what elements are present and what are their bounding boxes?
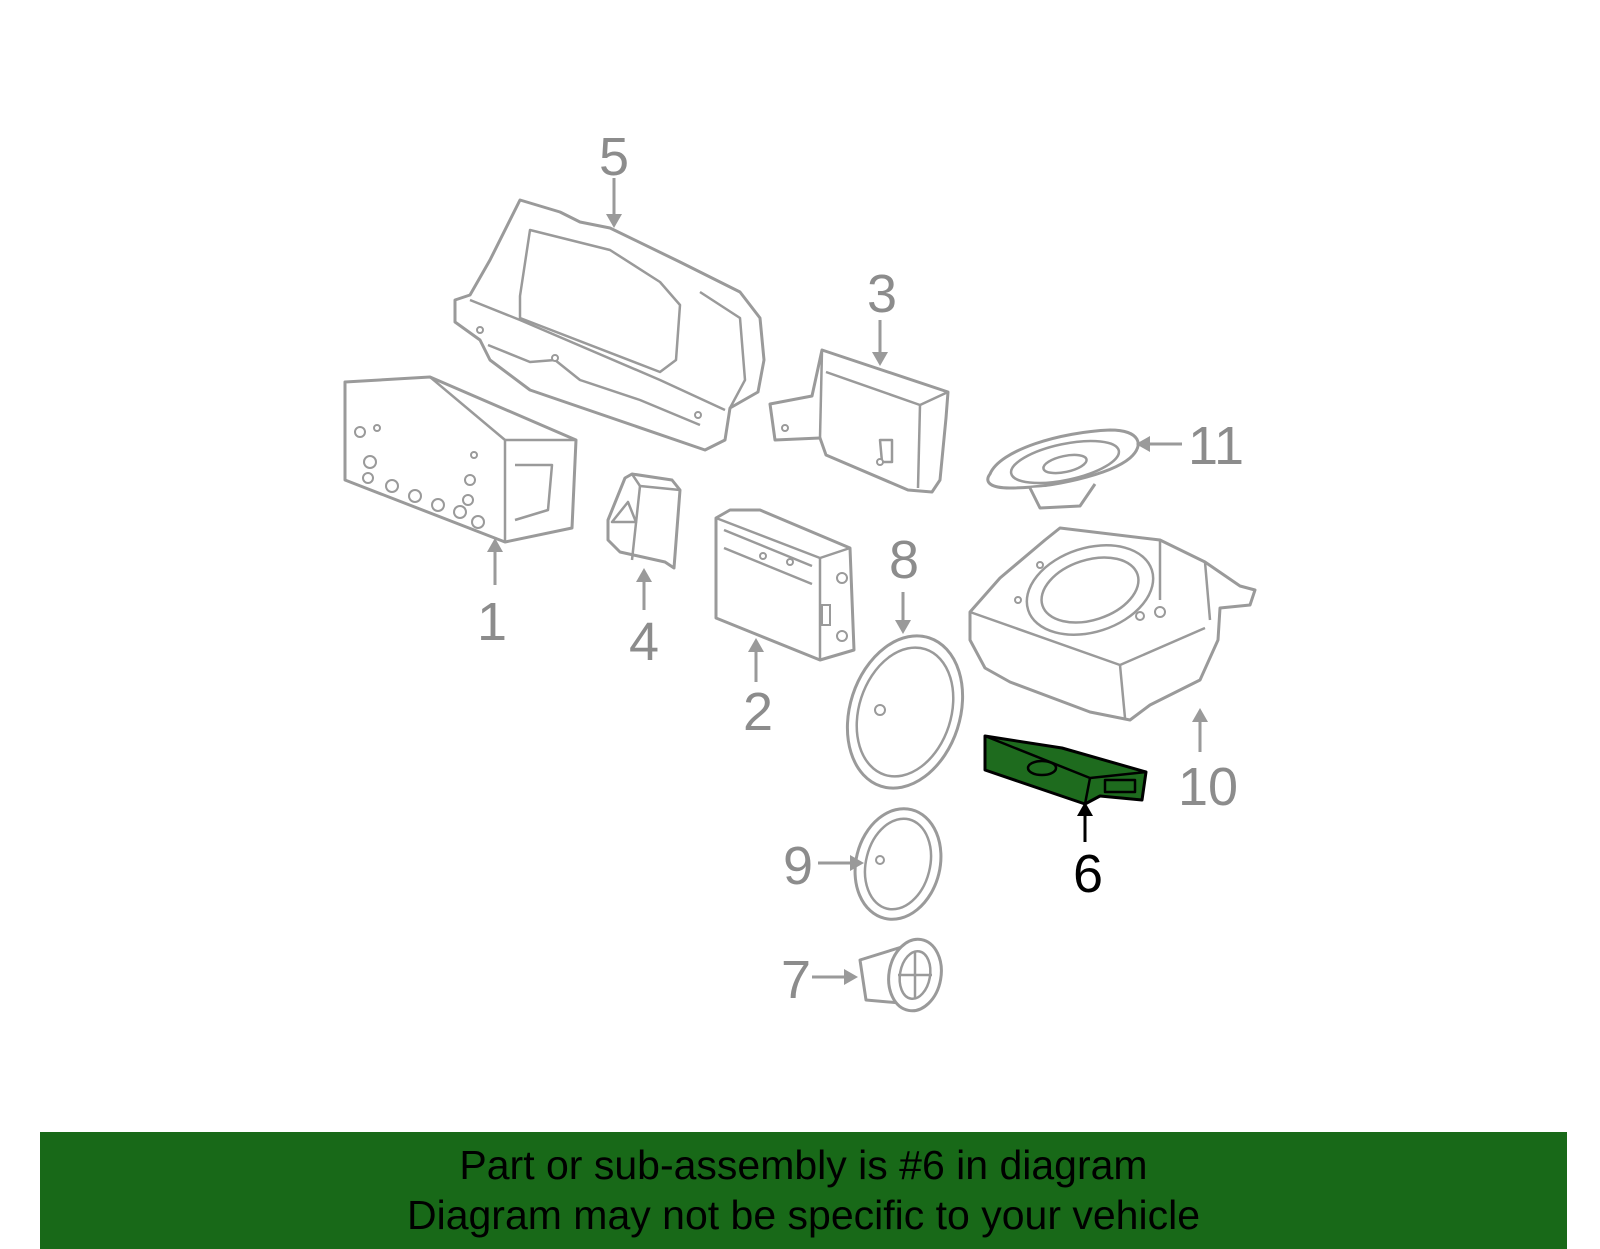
part-1-radio[interactable] (343, 375, 578, 544)
callout-label-2: 2 (743, 682, 773, 742)
callout-label-9: 9 (783, 836, 813, 896)
part-7-tweeter[interactable] (858, 935, 947, 1015)
callout-label-3: 3 (867, 264, 897, 324)
banner-line-part-number: Part or sub-assembly is #6 in diagram (459, 1142, 1148, 1188)
callout-3: 3 (867, 264, 897, 366)
callout-8: 8 (889, 530, 919, 634)
part-4-switch[interactable] (606, 472, 682, 570)
callout-label-6: 6 (1073, 844, 1103, 904)
parts-diagram: 5 3 1 4 2 8 11 10 6 (343, 127, 1257, 1015)
callout-10: 10 (1178, 708, 1238, 817)
callout-label-8: 8 (889, 530, 919, 590)
part-9-speaker[interactable] (844, 800, 953, 929)
part-5-instrument-shroud[interactable] (453, 198, 766, 452)
callout-4: 4 (629, 568, 659, 672)
callout-label-5: 5 (599, 127, 629, 187)
part-2-receiver[interactable] (714, 508, 856, 662)
callout-label-10: 10 (1178, 757, 1238, 817)
callout-7: 7 (781, 950, 858, 1010)
callout-label-4: 4 (629, 612, 659, 672)
callout-6: 6 (1073, 802, 1103, 904)
part-8-speaker[interactable] (829, 621, 982, 803)
callout-label-1: 1 (477, 592, 507, 652)
part-10-subwoofer-enclosure[interactable] (968, 526, 1257, 722)
callout-label-11: 11 (1188, 416, 1244, 476)
part-info-banner: Part or sub-assembly is #6 in diagram Di… (40, 1132, 1567, 1249)
banner-line-disclaimer: Diagram may not be specific to your vehi… (406, 1192, 1200, 1238)
part-3-bracket[interactable] (768, 348, 950, 494)
callout-5: 5 (599, 127, 629, 228)
callout-2: 2 (743, 638, 773, 742)
callout-9: 9 (783, 836, 864, 896)
part-11-speaker-small[interactable] (986, 428, 1140, 510)
callout-1: 1 (477, 538, 507, 652)
callout-11: 11 (1136, 416, 1244, 476)
part-6-amplifier[interactable] (983, 734, 1148, 806)
callout-label-7: 7 (781, 950, 811, 1010)
